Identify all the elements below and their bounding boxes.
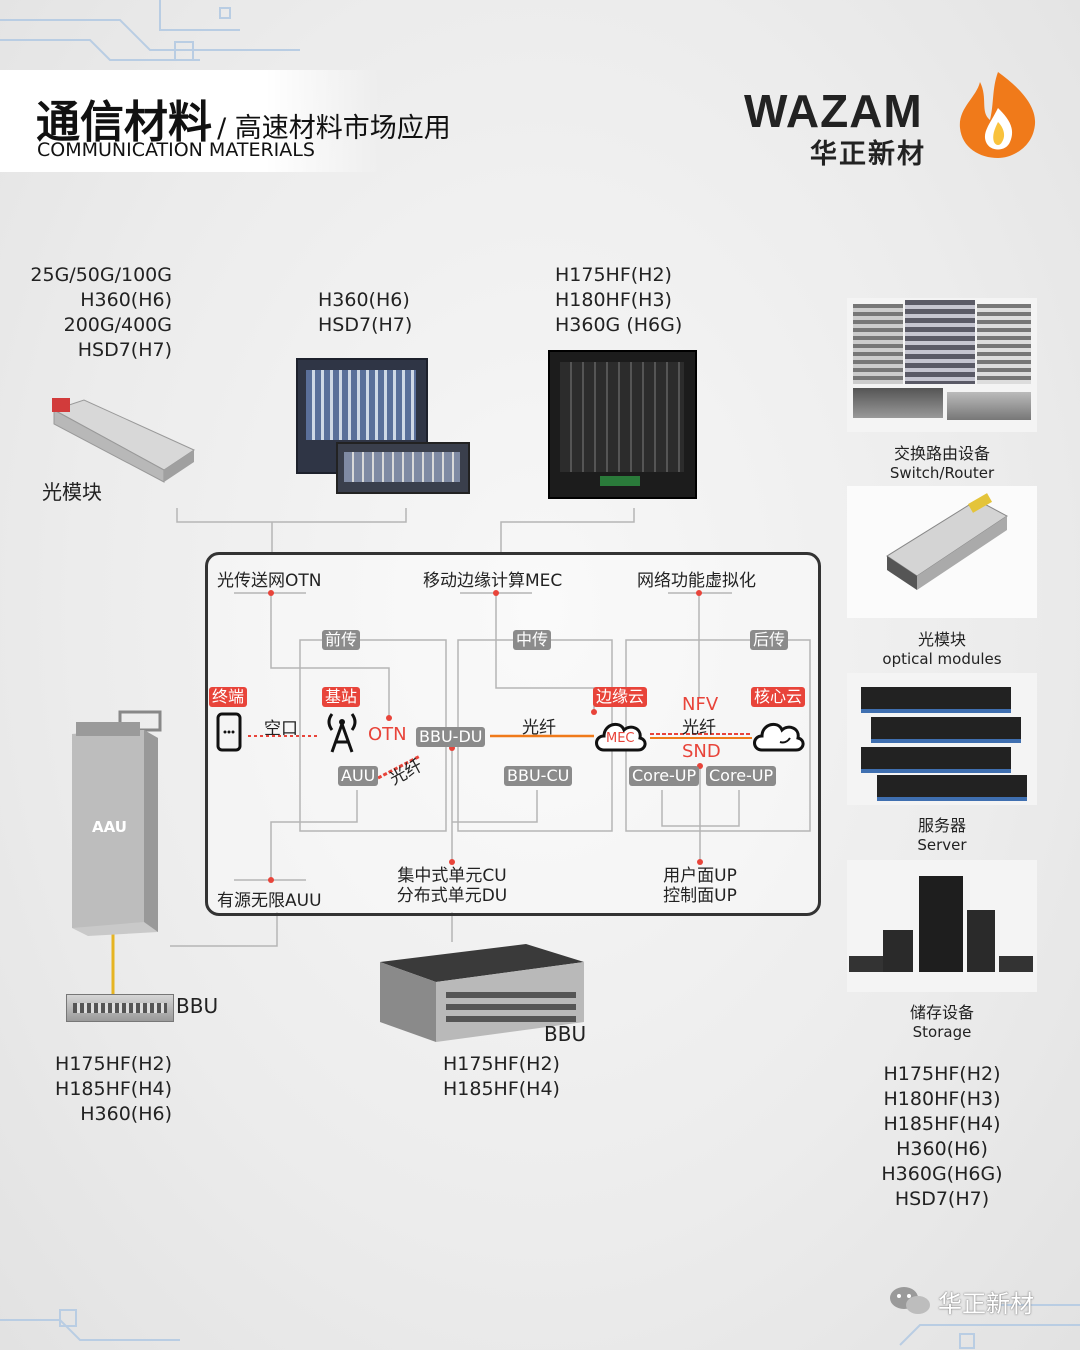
optical-module-label: 光模块 xyxy=(42,480,102,504)
aau-device-image xyxy=(72,710,162,936)
optical-module-image xyxy=(52,398,196,483)
nfv-node-label: NFV xyxy=(682,694,719,715)
otn-chassis-image xyxy=(336,442,470,494)
node-aau: AUU xyxy=(338,766,379,786)
storage-image xyxy=(847,860,1037,992)
node-core-up-1: Core-UP xyxy=(629,766,700,786)
phone-icon xyxy=(216,712,242,752)
title-en: COMMUNICATION MATERIALS xyxy=(37,139,315,161)
node-bbu-du: BBU-DU xyxy=(416,727,486,747)
mec-node-label: MEC xyxy=(606,731,635,746)
label-active-aau: 有源无限AUU xyxy=(217,891,322,911)
section-midhaul: 中传 xyxy=(513,630,552,650)
sidebar-item-optical-modules: 光模块 optical modules xyxy=(882,630,1002,668)
sidebar-item-storage: 储存设备 Storage xyxy=(909,1003,974,1041)
page-title: 通信材料 / 高速材料市场应用 xyxy=(36,86,451,150)
bbu-left-materials: H175HF(H2) H185HF(H4) H360(H6) xyxy=(55,1053,172,1125)
air-interface-label: 空口 xyxy=(264,719,298,739)
node-core-cloud: 核心云 xyxy=(751,687,806,707)
mec-server-image xyxy=(548,350,697,499)
optical-module-materials: 25G/50G/100G H360(H6) 200G/400G HSD7(H7) xyxy=(30,264,172,361)
server-image xyxy=(847,673,1037,805)
brand-cn: 华正新材 xyxy=(810,139,926,170)
section-backhaul: 后传 xyxy=(750,630,789,650)
node-core-up-2: Core-UP xyxy=(706,766,777,786)
fiber-label-back: 光纤 xyxy=(682,718,716,738)
label-cu-du: 集中式单元CU 分布式单元DU xyxy=(396,866,508,906)
label-otn-network: 光传送网OTN xyxy=(217,571,322,591)
node-edge-cloud: 边缘云 xyxy=(593,687,648,707)
circuit-decoration-bottom xyxy=(0,1304,1080,1349)
node-base-station: 基站 xyxy=(322,687,361,707)
bbu-left-image xyxy=(66,994,174,1022)
subtitle-cn: / 高速材料市场应用 xyxy=(217,113,451,144)
switch-router-image xyxy=(847,298,1037,432)
otn-node-label: OTN xyxy=(368,724,407,745)
circuit-decoration-top xyxy=(0,0,300,61)
section-fronthaul: 前传 xyxy=(322,630,361,650)
aau-label: AAU xyxy=(92,818,127,836)
sidebar-materials: H175HF(H2) H180HF(H3) H185HF(H4) H360(H6… xyxy=(881,1063,1003,1210)
fiber-label-mid: 光纤 xyxy=(522,718,556,738)
node-terminal: 终端 xyxy=(209,687,248,707)
label-nfv-virtualization: 网络功能虚拟化 xyxy=(637,571,756,591)
otn-materials: H360(H6) HSD7(H7) xyxy=(318,289,413,336)
mec-materials: H175HF(H2) H180HF(H3) H360G (H6G) xyxy=(555,264,683,336)
sidebar-item-switch-router: 交换路由设备 Switch/Router xyxy=(889,444,995,482)
antenna-icon xyxy=(327,713,357,753)
sidebar-item-server: 服务器 Server xyxy=(917,816,967,854)
mec-cloud-icon xyxy=(595,722,647,752)
brand-wordmark: WAZAM xyxy=(744,85,923,137)
label-mec: 移动边缘计算MEC xyxy=(423,571,563,591)
core-cloud-icon xyxy=(753,722,805,752)
bbu-center-materials: H175HF(H2) H185HF(H4) xyxy=(443,1053,560,1100)
header-banner xyxy=(0,70,380,172)
wechat-icon xyxy=(890,1287,930,1314)
bbu-left-label: BBU xyxy=(176,994,219,1018)
label-up: 用户面UP 控制面UP xyxy=(663,866,737,906)
bbu-center-label: BBU xyxy=(544,1022,587,1046)
watermark-text: 华正新材 xyxy=(938,1290,1034,1318)
flame-logo-icon xyxy=(959,72,1036,158)
node-bbu-cu: BBU-CU xyxy=(504,766,573,786)
optical-modules-image xyxy=(847,486,1037,618)
sdn-node-label: SND xyxy=(682,741,721,762)
bbu-center-image xyxy=(380,944,584,1042)
title-cn: 通信材料 xyxy=(36,97,212,148)
